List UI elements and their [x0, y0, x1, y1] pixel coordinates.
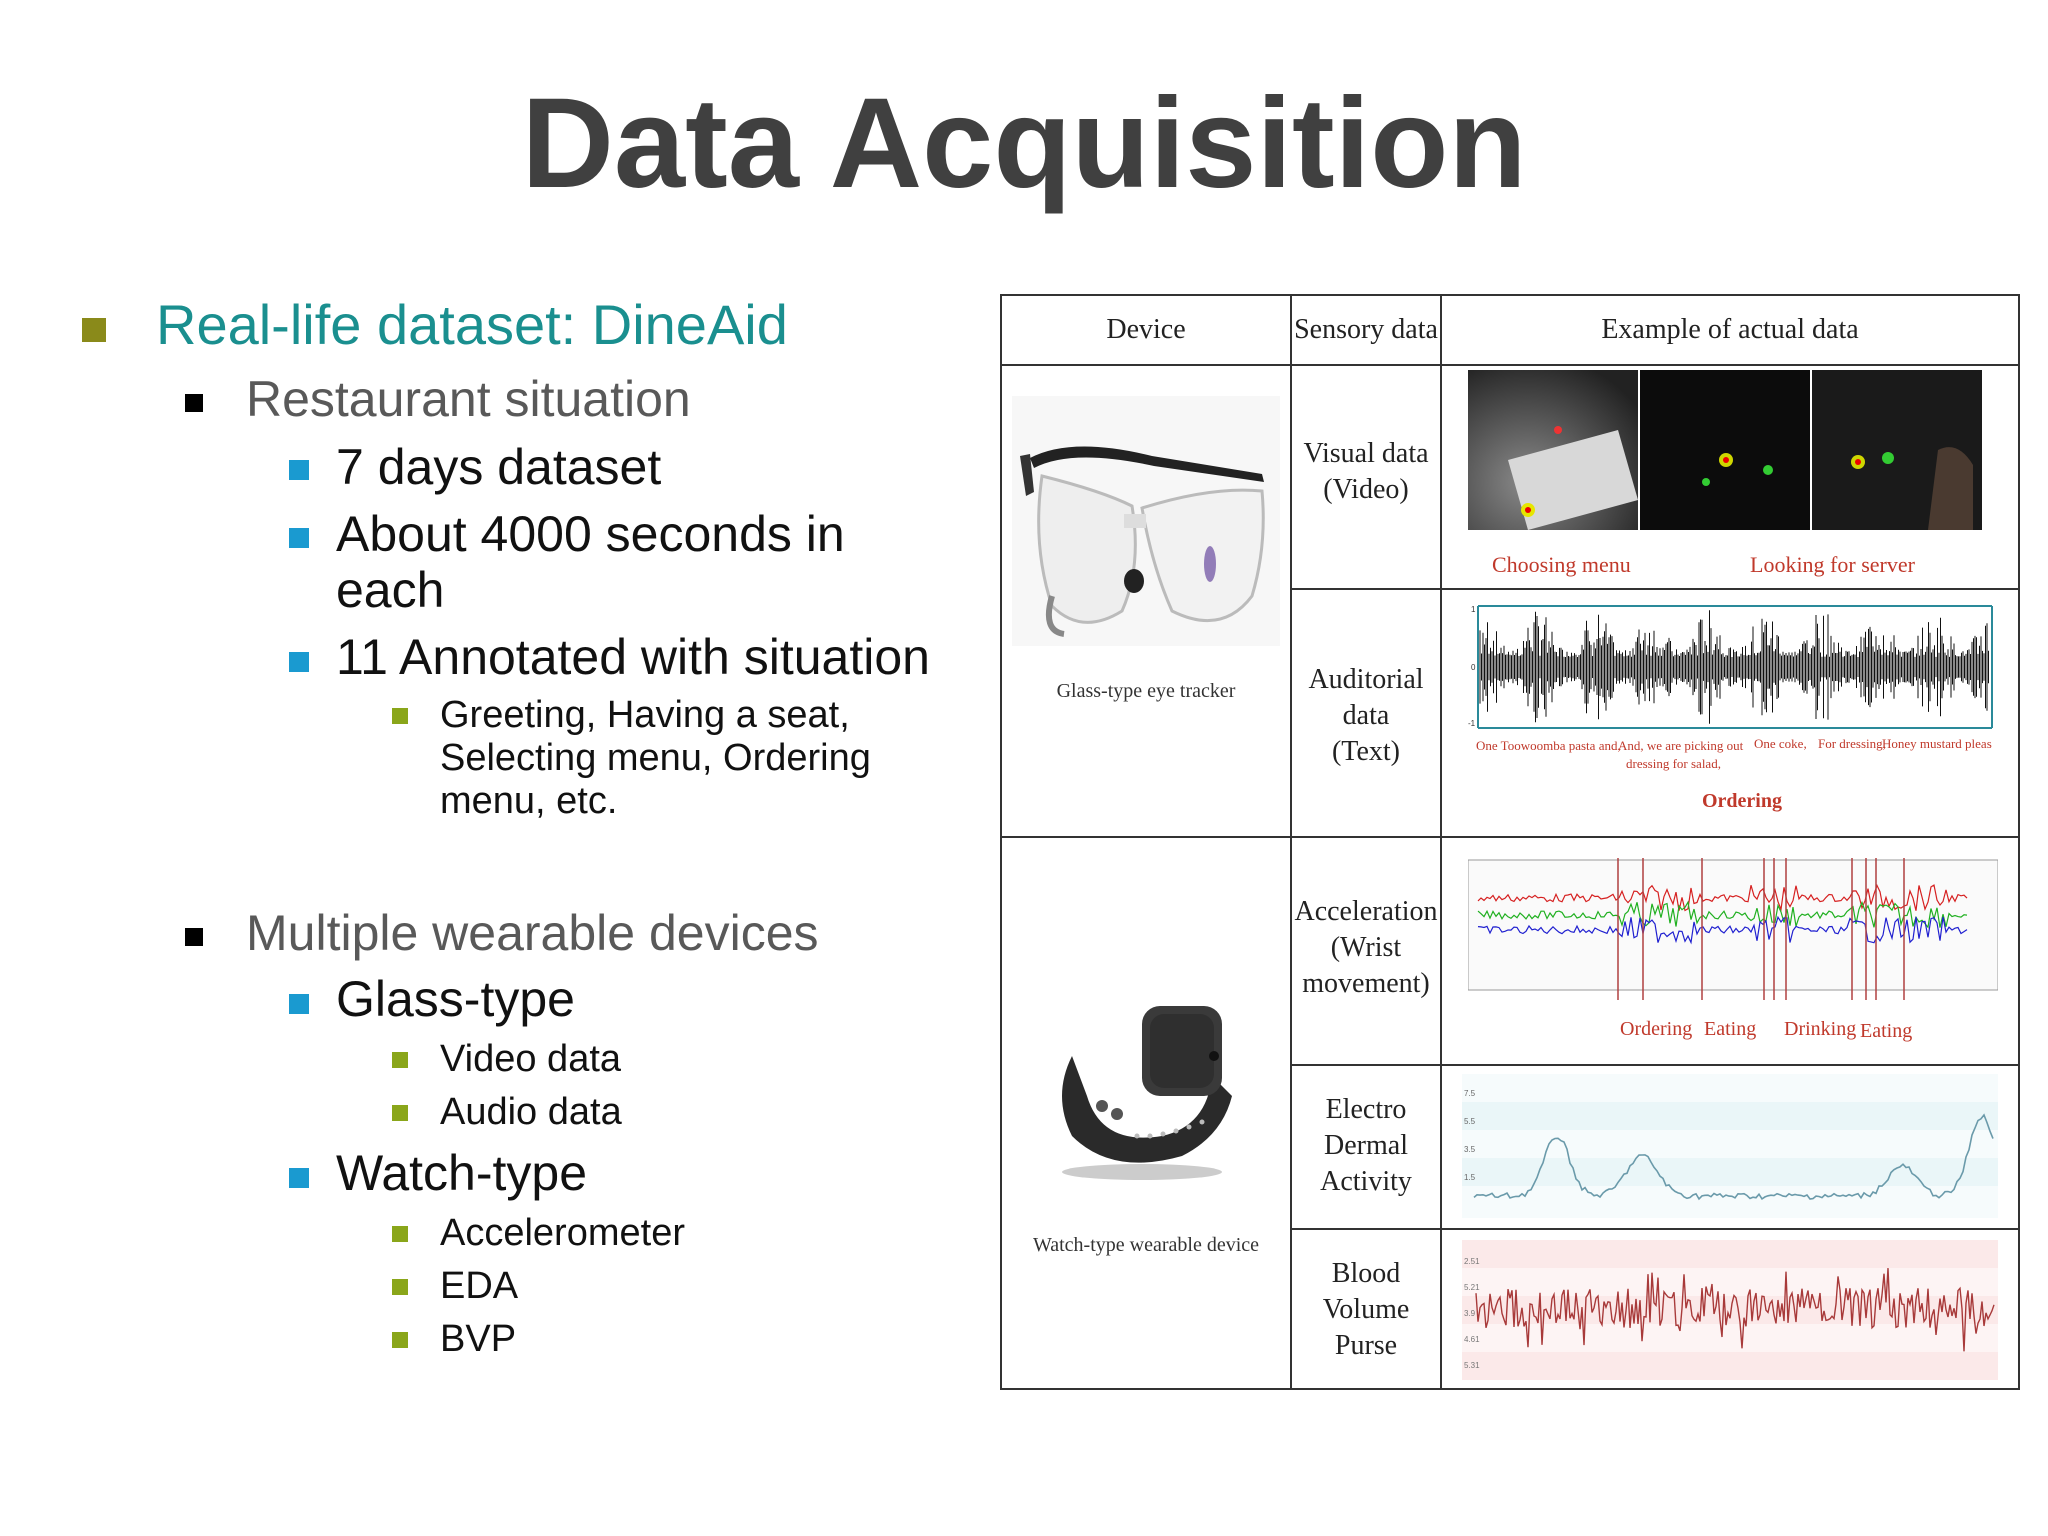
acc-series-line	[1477, 883, 1968, 912]
bullet-seconds: About 4000 seconds in each	[336, 506, 845, 618]
bullet-watch: Watch-type	[336, 1145, 588, 1201]
eda-tick-label: 7.5	[1464, 1089, 1476, 1098]
table-rule	[1440, 296, 1442, 1390]
header-sensory: Sensory data	[1294, 314, 1438, 345]
bullet-marker-l3	[392, 1052, 408, 1068]
audio-y-tick: -1	[1468, 719, 1476, 728]
audio-wave-path	[1479, 610, 1989, 724]
glass-device-caption: Glass-type eye tracker	[1056, 680, 1236, 702]
bullet-marker-l1	[185, 394, 203, 412]
slide-title: Data Acquisition	[521, 72, 1527, 215]
bullet-marker-l3	[392, 708, 408, 724]
bullet-annotated: 11 Annotated with situation	[336, 629, 930, 685]
bullet-marker-l2	[289, 460, 309, 480]
video-label-looking: Looking for server	[1750, 552, 1915, 577]
bullet-marker-l3	[392, 1279, 408, 1295]
acc-series-line	[1477, 915, 1968, 945]
eda-tick-label: 5.5	[1464, 1117, 1476, 1126]
eda-tick-label: 3.5	[1464, 1145, 1476, 1154]
eda-tick-label: 1.5	[1464, 1173, 1476, 1182]
bullet-dataset: Real-life dataset: DineAid	[156, 293, 788, 356]
bullet-glass: Glass-type	[336, 971, 575, 1027]
bullet-marker-l1	[185, 928, 203, 946]
video-label-choosing: Choosing menu	[1492, 552, 1631, 577]
acc-label-drinking: Drinking	[1784, 1018, 1857, 1040]
acc-label-ordering: Ordering	[1620, 1018, 1693, 1040]
table-rule	[1002, 364, 2018, 366]
bvp-plot: 2.51 5.21 3.9 4.61 5.31	[1462, 1240, 1998, 1380]
header-example: Example of actual data	[1601, 314, 1859, 345]
audio-text-2b: dressing for salad,	[1626, 756, 1721, 771]
bullet-wearables: Multiple wearable devices	[246, 905, 819, 961]
bullet-audio: Audio data	[440, 1091, 622, 1133]
acceleration-plot	[1467, 850, 1999, 1000]
table-rule	[1002, 836, 2018, 838]
bullet-marker-l2	[289, 1168, 309, 1188]
bullet-eda: EDA	[440, 1265, 519, 1307]
audio-text-5: Honey mustard pleas	[1882, 736, 1992, 751]
video-frames	[1468, 370, 1996, 530]
acc-series-line	[1477, 900, 1968, 929]
bullet-marker-l2	[289, 528, 309, 548]
acc-label-eating-2: Eating	[1860, 1020, 1913, 1042]
audio-y-tick: 1	[1471, 605, 1476, 614]
bullet-marker-l2	[289, 994, 309, 1014]
bullet-marker-l3	[392, 1105, 408, 1121]
bullet-accel: Accelerometer	[440, 1212, 685, 1254]
bvp-tick-label: 4.61	[1464, 1335, 1480, 1344]
audio-text-4: For dressing,	[1818, 736, 1886, 751]
table-rule	[1290, 296, 1292, 1390]
table-rule	[1290, 1064, 2018, 1066]
bvp-tick-label: 2.51	[1464, 1257, 1480, 1266]
bullet-marker-l0	[82, 318, 106, 342]
watch-device-caption: Watch-type wearable device	[1032, 1234, 1260, 1256]
header-device: Device	[1106, 314, 1186, 345]
bvp-tick-label: 3.9	[1464, 1309, 1476, 1318]
acc-label-eating: Eating	[1704, 1018, 1757, 1040]
watch-device-photo	[1042, 986, 1242, 1196]
table-rule	[1290, 588, 2018, 590]
sensory-visual: Visual data(Video)	[1303, 438, 1429, 505]
data-table: Device Sensory data Example of actual da…	[1000, 294, 2020, 1390]
table-rule	[1290, 1228, 2018, 1230]
bvp-tick-label: 5.21	[1464, 1283, 1480, 1292]
glass-device-photo	[1012, 396, 1280, 646]
audio-y-tick: 0	[1471, 663, 1476, 672]
bullet-marker-l2	[289, 652, 309, 672]
bullet-restaurant: Restaurant situation	[246, 371, 691, 427]
bullet-marker-l3	[392, 1332, 408, 1348]
bullet-video: Video data	[440, 1038, 622, 1080]
bullet-days: 7 days dataset	[336, 439, 662, 495]
audio-text-3: One coke,	[1754, 736, 1807, 751]
audio-label-ordering: Ordering	[1702, 790, 1782, 812]
audio-waveform: 1 0 -1	[1468, 602, 1998, 732]
eda-plot: 7.5 5.5 3.5 1.5	[1462, 1074, 1998, 1218]
bullet-bvp: BVP	[440, 1318, 517, 1360]
bvp-tick-label: 5.31	[1464, 1361, 1480, 1370]
bullet-situations: Greeting, Having a seat, Selecting menu,…	[440, 694, 871, 822]
bullet-marker-l3	[392, 1226, 408, 1242]
audio-text-1: One Toowoomba pasta and,	[1476, 738, 1621, 753]
audio-text-2: And, we are picking out	[1618, 738, 1744, 753]
